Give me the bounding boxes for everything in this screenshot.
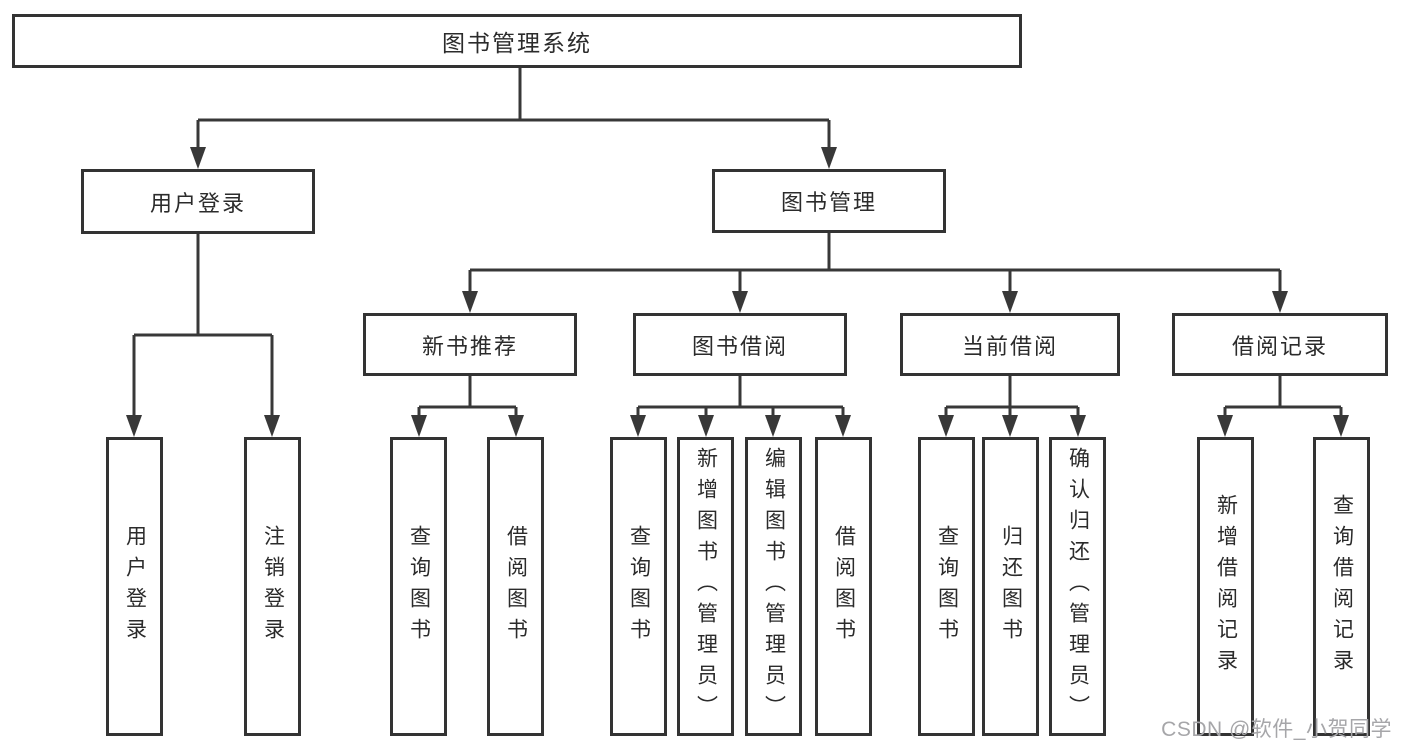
leaf-query-books-current: 查询图书 (918, 437, 975, 736)
node-book-management: 图书管理 (712, 169, 946, 233)
node-new-book-recommend: 新书推荐 (363, 313, 577, 376)
node-library-management-system: 图书管理系统 (12, 14, 1022, 68)
leaf-add-borrow-record: 新增借阅记录 (1197, 437, 1254, 736)
leaf-add-book-admin: 新增图书（管理员） (677, 437, 734, 736)
node-borrow-records: 借阅记录 (1172, 313, 1388, 376)
leaf-query-borrow-record: 查询借阅记录 (1313, 437, 1370, 736)
leaf-borrow-books-borrow: 借阅图书 (815, 437, 872, 736)
leaf-confirm-return-admin: 确认归还（管理员） (1049, 437, 1106, 736)
leaf-logout: 注销登录 (244, 437, 301, 736)
leaf-return-book: 归还图书 (982, 437, 1039, 736)
leaf-user-login: 用户登录 (106, 437, 163, 736)
leaf-query-books-recommend: 查询图书 (390, 437, 447, 736)
node-current-borrow: 当前借阅 (900, 313, 1120, 376)
csdn-watermark: CSDN @软件_小贺同学 (1161, 718, 1392, 741)
leaf-edit-book-admin: 编辑图书（管理员） (745, 437, 802, 736)
node-book-borrow: 图书借阅 (633, 313, 847, 376)
leaf-query-books-borrow: 查询图书 (610, 437, 667, 736)
leaf-borrow-books-recommend: 借阅图书 (487, 437, 544, 736)
node-user-login: 用户登录 (81, 169, 315, 234)
